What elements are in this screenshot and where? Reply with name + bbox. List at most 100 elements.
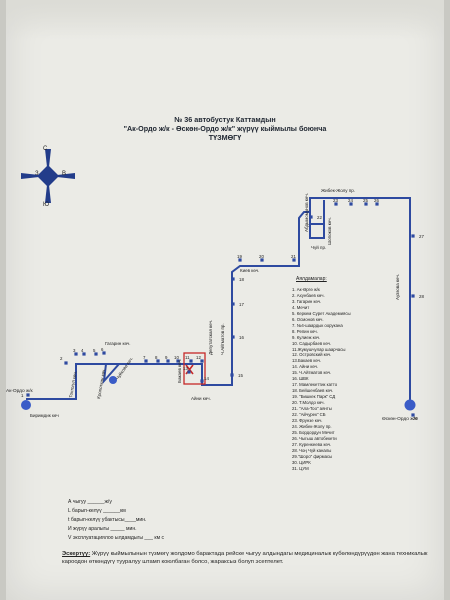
blank-field-trip-time: t барып-келүү убактысы____мин. bbox=[68, 517, 147, 523]
stop-marker bbox=[349, 202, 353, 206]
stop-number: 29 bbox=[413, 416, 418, 421]
stop-number: 24 bbox=[348, 198, 353, 203]
terminal-end-label: Өскөн-Ордо ж/к bbox=[382, 416, 418, 422]
stop-marker bbox=[292, 258, 296, 262]
compass-east-label: В bbox=[62, 171, 66, 177]
stop-number: 22 bbox=[317, 215, 322, 220]
legend-item: 9. Кулиеж көч. bbox=[292, 334, 321, 340]
stop-marker bbox=[260, 258, 264, 262]
stop-marker bbox=[334, 202, 338, 206]
street-label-toktogul: Токтогул көч. bbox=[68, 371, 78, 399]
legend-item: 27. Куренкеева көч. bbox=[292, 441, 332, 447]
scheme-title-line1: № 36 автобустук Каттамдын bbox=[174, 115, 276, 124]
route-line bbox=[26, 197, 411, 400]
street-label-jibek-jolu: Жибек-Жолу пр. bbox=[321, 188, 355, 193]
legend-item: 4. Мечит bbox=[292, 304, 310, 310]
stop-number: 10 bbox=[174, 355, 179, 360]
legend-item: 16. ШВК bbox=[292, 376, 309, 382]
stop-number: 3 bbox=[73, 348, 76, 353]
scheme-title-line3: ТҮЗМӨГҮ bbox=[208, 133, 242, 142]
legend-item: 23. Фрунзе көч. bbox=[292, 417, 323, 423]
stop-marker bbox=[231, 302, 235, 306]
stop-marker bbox=[102, 351, 106, 355]
legend-item: 31. ЦУМ bbox=[292, 465, 309, 471]
scheme-title-line2: "Ак-Ордо ж/к - Өскөн-Ордо ж/к" жүрүү кый… bbox=[123, 124, 327, 133]
legend-item: 15. Ч.Айтматов көч. bbox=[292, 370, 332, 376]
legend-title: Аялдамалар: bbox=[296, 276, 327, 282]
closed-cross-icon bbox=[185, 364, 194, 375]
street-label-gagarin: Гагарин көч. bbox=[105, 341, 131, 346]
stop-number: 21 bbox=[291, 254, 296, 259]
stop-marker bbox=[166, 359, 170, 363]
stop-number: 27 bbox=[419, 234, 424, 239]
legend-item: 2. Ахунбаев көч. bbox=[292, 292, 325, 298]
stop-number: 19 bbox=[237, 254, 242, 259]
legend-item: 24. Жибек-Жолу пр. bbox=[292, 423, 332, 429]
legend-item: 3. Гагарин көч. bbox=[292, 298, 322, 304]
stop-marker bbox=[200, 359, 204, 363]
stop-number: 9 bbox=[165, 355, 168, 360]
terminal-start-label: Ак-Ордо ж/к bbox=[6, 388, 34, 394]
stop-number: 28 bbox=[419, 294, 424, 299]
note-text: Жүрүү кыймылынын түзмөгү жолдомо баракта… bbox=[62, 551, 428, 566]
legend-item: 18. Бейшенбаев көч. bbox=[292, 388, 334, 394]
blank-field-interval: И жүрүү аралыгы _____ мин. bbox=[68, 526, 137, 532]
stop-marker bbox=[64, 361, 68, 365]
stop-marker bbox=[26, 393, 30, 397]
stop-marker bbox=[411, 234, 415, 238]
stop-marker bbox=[231, 277, 235, 281]
blank-field-speed: V эксплуатациялоо ылдамдыгы ___ км с bbox=[68, 535, 165, 541]
stop-marker bbox=[375, 202, 379, 206]
stop-marker bbox=[187, 370, 191, 374]
stop-marker bbox=[156, 359, 160, 363]
terminal-end-marker bbox=[404, 399, 416, 411]
legend-item: 11.Жумушчулар шаарчасы bbox=[292, 346, 346, 352]
stop-number: 2 bbox=[60, 356, 63, 361]
terminal-start-marker bbox=[21, 400, 31, 410]
street-label-kiev: Киев көч. bbox=[240, 268, 259, 273]
stop-marker bbox=[230, 373, 234, 377]
stop-number: 23 bbox=[333, 198, 338, 203]
stop-marker bbox=[94, 352, 98, 356]
stop-number: 20 bbox=[259, 254, 264, 259]
street-label-chuikova: Чуйкова көч. bbox=[114, 355, 134, 380]
stop-marker bbox=[231, 335, 235, 339]
legend-item: 12. Островский көч. bbox=[292, 352, 332, 358]
street-label-abdymomunov: Абдымомунов көч. bbox=[304, 193, 309, 232]
compass-north-label: С bbox=[43, 146, 48, 152]
stop-marker bbox=[189, 359, 193, 363]
note-label: Эскертүү: bbox=[62, 551, 91, 557]
legend-item: 20. Т.Молдо көч. bbox=[292, 400, 325, 406]
stop-number: 6 bbox=[101, 347, 104, 352]
legend-item: 25. Бордордун Мечит bbox=[292, 429, 335, 435]
route-scheme-sheet: № 36 автобустук Каттамдын "Ак-Ордо ж/к -… bbox=[6, 0, 444, 600]
stop-number: 8 bbox=[155, 355, 158, 360]
stop-number: 17 bbox=[239, 302, 244, 307]
stop-number: 11 bbox=[185, 355, 190, 360]
street-label-shopokov: Шопоков көч. bbox=[327, 217, 332, 245]
stop-marker bbox=[411, 413, 415, 417]
legend-item: 28. Чоң Чүй каналы bbox=[292, 447, 332, 453]
street-label-aini: Айни көч. bbox=[191, 395, 211, 401]
stop-number: 5 bbox=[93, 348, 96, 353]
stop-number: 25 bbox=[363, 198, 368, 203]
legend-item: 14. Айни көч. bbox=[292, 364, 319, 370]
stop-number: 16 bbox=[239, 335, 244, 340]
legend-item: 6. Осмонов көч. bbox=[292, 316, 324, 322]
stop-number: 14 bbox=[204, 376, 209, 381]
legend-item: 7. №4-шаардык оорукана bbox=[292, 322, 343, 328]
legend-item: 29."Шоро" фирмасы bbox=[292, 453, 333, 459]
blank-field-distance: L барып-келүү ______км bbox=[68, 508, 126, 514]
compass-south-label: Ю bbox=[43, 202, 49, 208]
stop-number: 12 bbox=[196, 355, 201, 360]
street-label-chui: Чүй пр. bbox=[311, 244, 326, 250]
legend-item: 22. "Айчурек" СБ bbox=[292, 411, 326, 417]
stop-number: 26 bbox=[374, 198, 379, 203]
closed-section-marker bbox=[183, 352, 206, 385]
stop-marker bbox=[411, 294, 415, 298]
stop-number: 7 bbox=[143, 355, 146, 360]
stop-marker bbox=[144, 359, 148, 363]
street-label-aitmatov: Ч.Айтматов пр. bbox=[219, 323, 225, 355]
